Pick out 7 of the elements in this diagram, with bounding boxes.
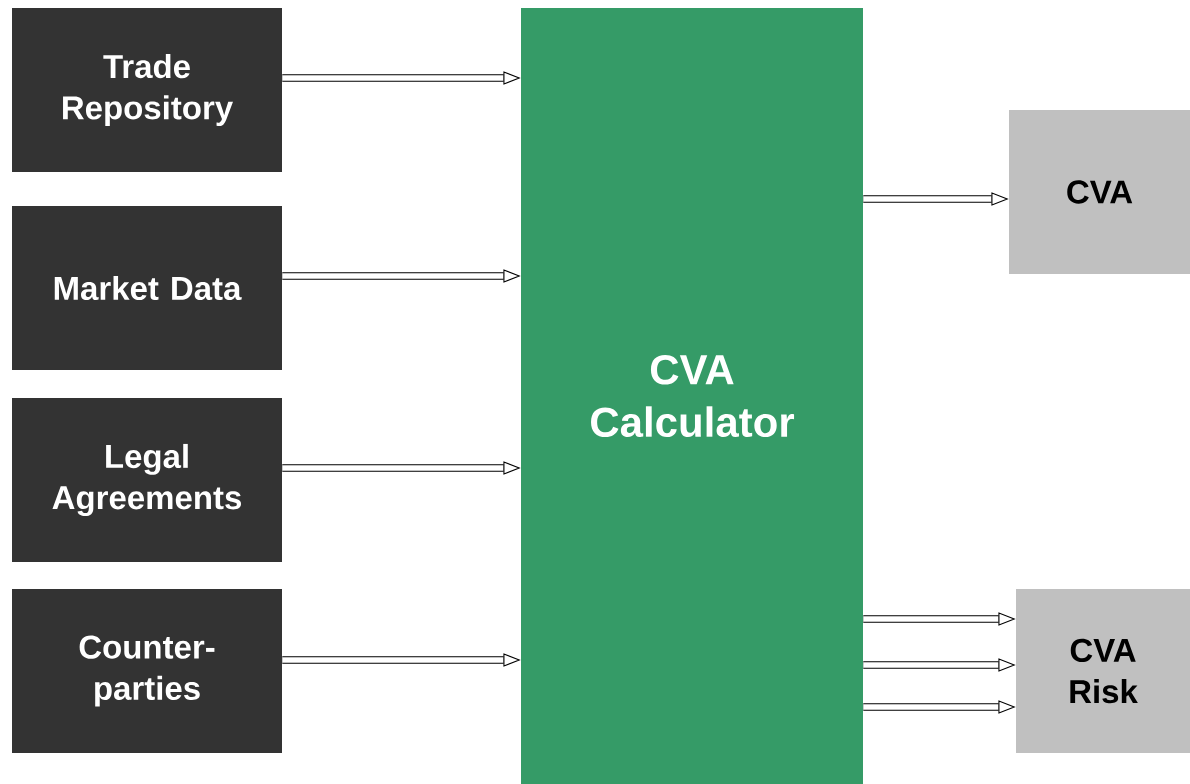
process-box: CVA (1009, 110, 1190, 274)
process-box: CVA Calculator (521, 8, 863, 784)
process-box: CVA Risk (1016, 589, 1190, 753)
process-box: Counter-parties (12, 589, 282, 753)
process-box: Market Data (12, 206, 282, 370)
process-box: Legal Agreements (12, 398, 282, 562)
process-box: Trade Repository (12, 8, 282, 172)
